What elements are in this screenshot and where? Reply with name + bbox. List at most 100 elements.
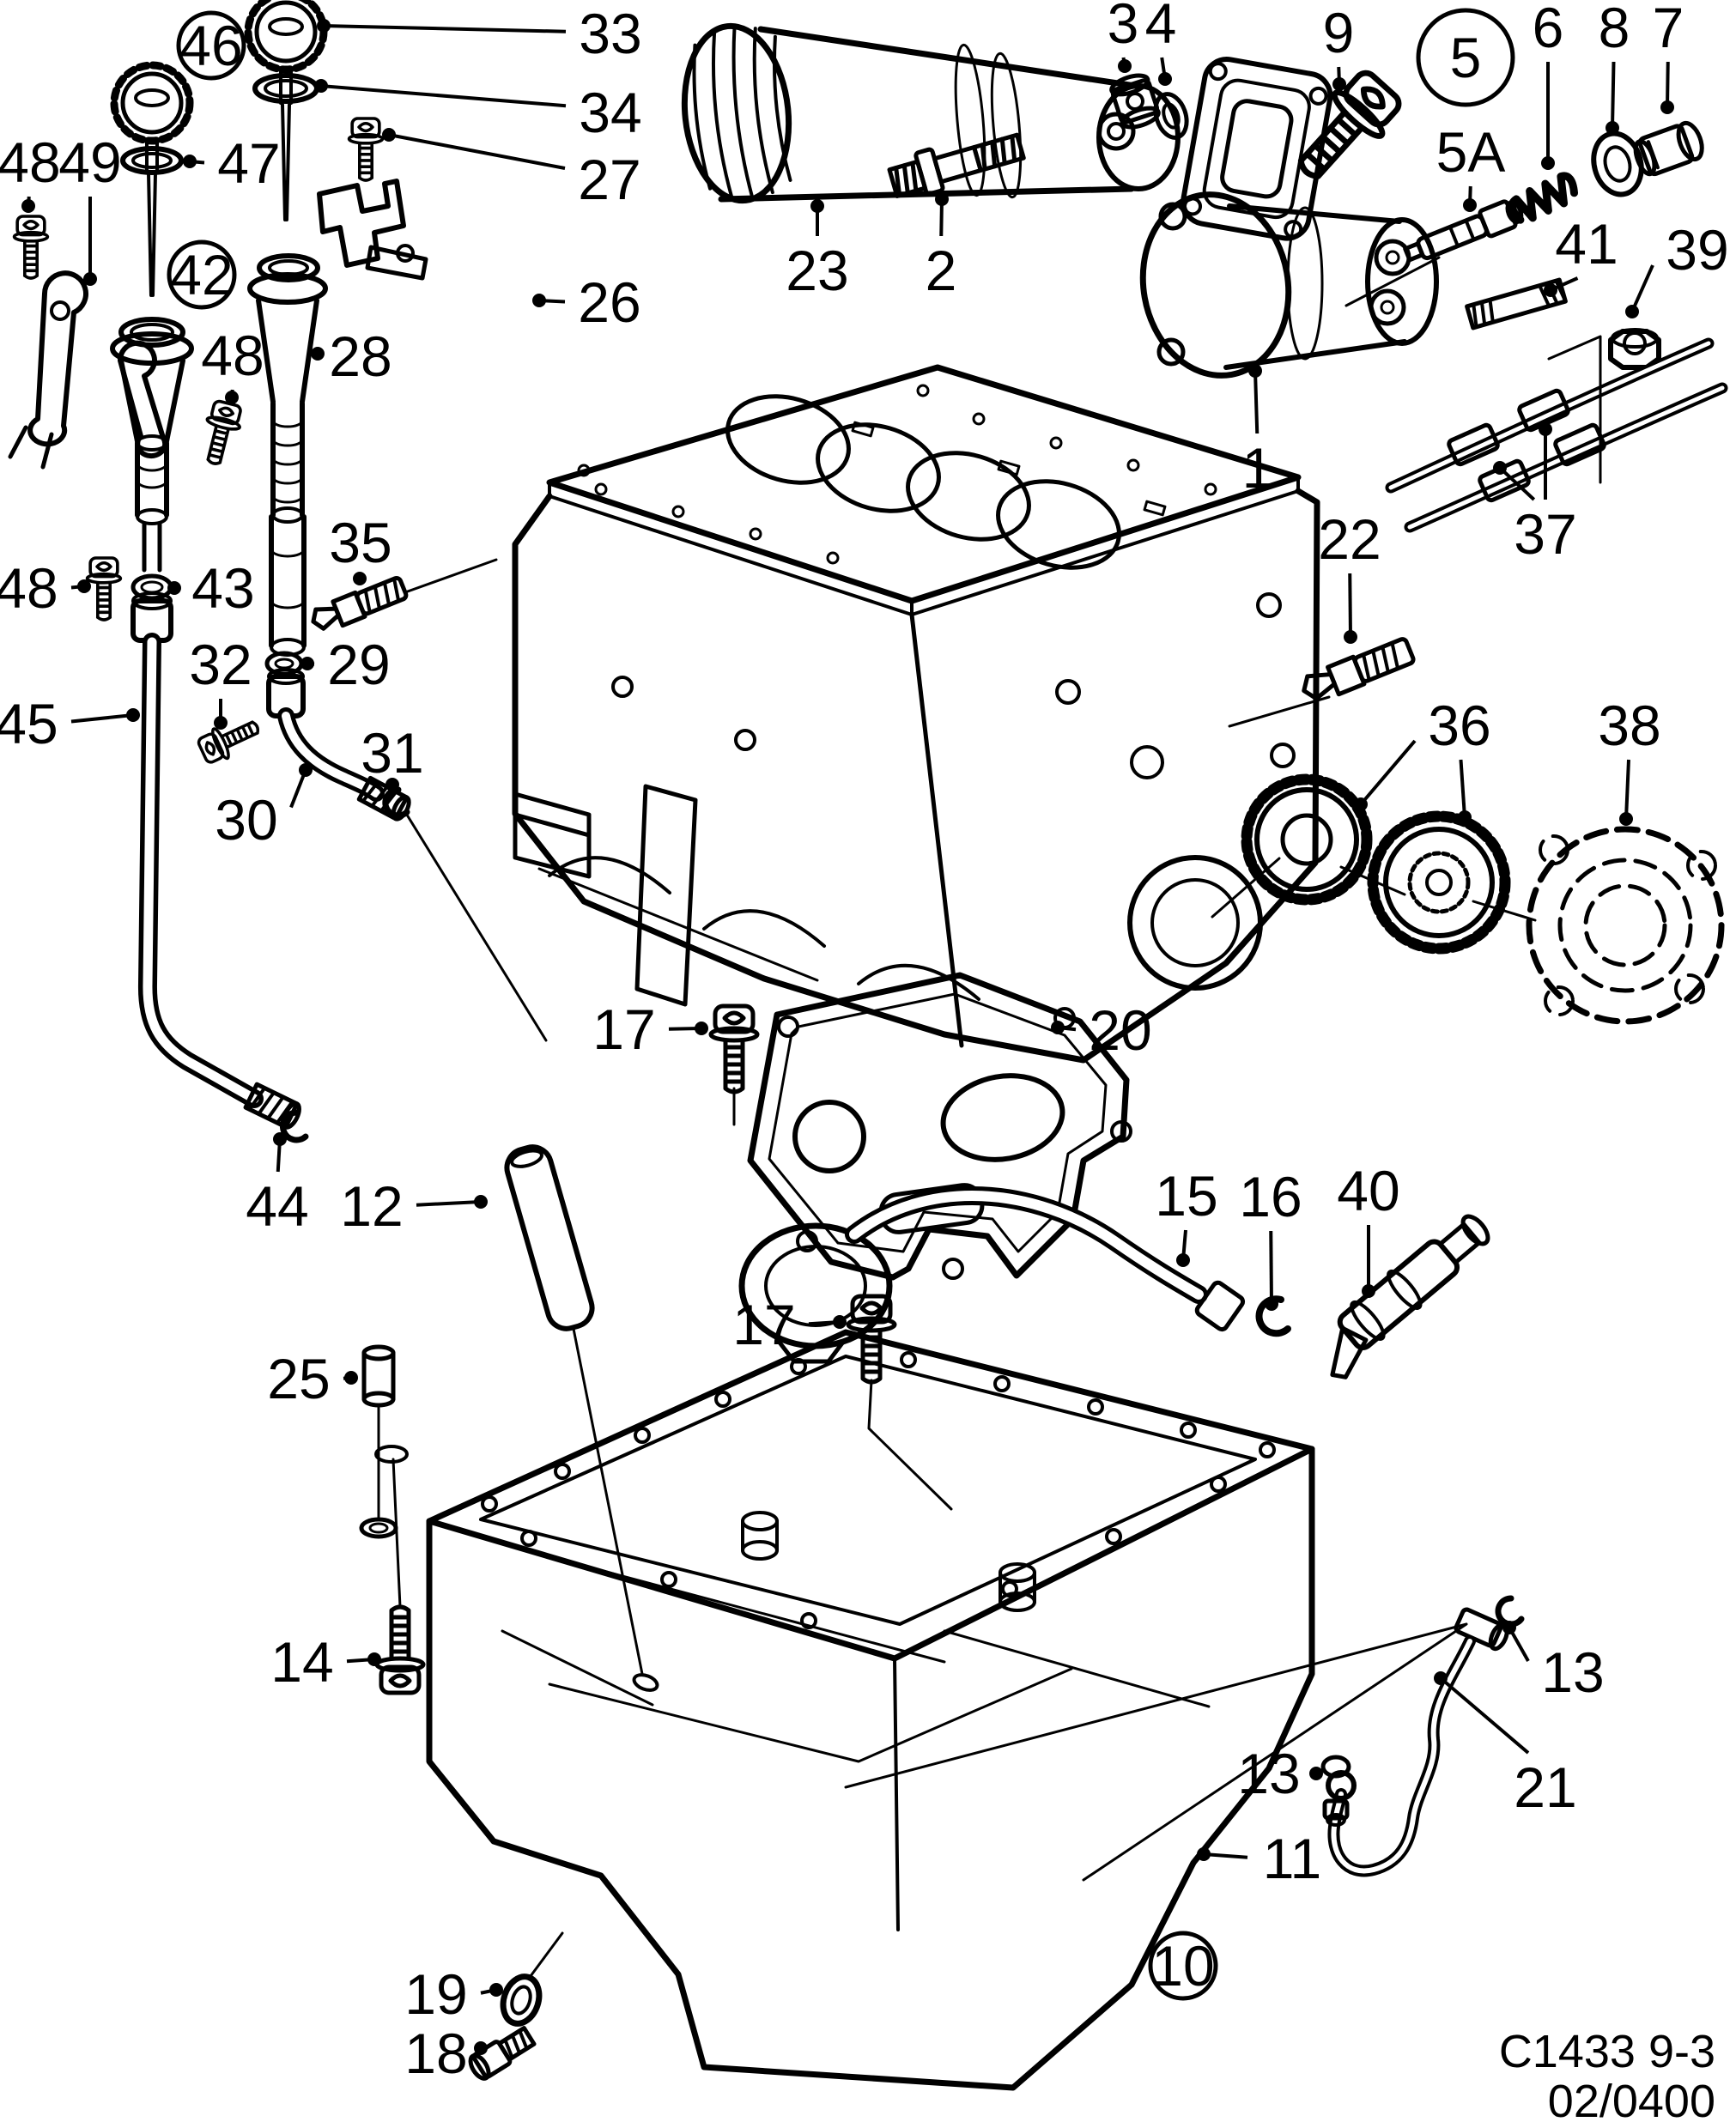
svg-text:13: 13 (1541, 1640, 1604, 1704)
callout-5-circled: 5 (1416, 8, 1515, 107)
callout-42-circled: 42 (167, 239, 237, 310)
callout-27: 27 (382, 128, 641, 211)
drawing-code: C1433 9-3 (1499, 2026, 1715, 2077)
elbow-pipe-30 (266, 668, 411, 822)
gear-36b (1367, 810, 1511, 955)
sensor-22 (1302, 637, 1416, 701)
callout-15: 15 (1155, 1164, 1218, 1267)
svg-text:49: 49 (58, 130, 121, 194)
plug-7 (1633, 120, 1704, 177)
callout-44: 44 (246, 1132, 309, 1238)
callout-3: 3 (1108, 0, 1138, 73)
bolt-48a (15, 216, 48, 278)
svg-text:7: 7 (1653, 0, 1684, 59)
callout-19: 19 (404, 1962, 503, 2026)
pointer-35 (404, 558, 498, 594)
bolt-48c (88, 558, 121, 620)
svg-text:25: 25 (267, 1347, 330, 1410)
svg-text:33: 33 (579, 2, 641, 65)
svg-text:1: 1 (1242, 436, 1274, 500)
callout-23: 23 (786, 199, 849, 302)
callout-17: 17 (732, 1293, 847, 1356)
svg-text:13: 13 (1237, 1742, 1300, 1805)
bolt-48b (197, 399, 245, 467)
callout-12: 12 (340, 1174, 488, 1238)
svg-text:17: 17 (592, 997, 655, 1061)
oil-pipes-37 (1385, 335, 1728, 533)
callout-28: 28 (311, 324, 392, 388)
callout-7: 7 (1653, 0, 1684, 114)
callout-10-circled: 10 (1148, 1931, 1218, 2001)
pump-cover-38 (1526, 826, 1725, 1025)
svg-text:36: 36 (1428, 694, 1490, 757)
callout-30: 30 (215, 763, 313, 852)
dipstick-cap-33 (244, 0, 328, 105)
svg-text:37: 37 (1514, 502, 1576, 566)
svg-text:43: 43 (191, 556, 254, 620)
callout-17: 17 (592, 997, 708, 1061)
callout-41: 41 (1544, 212, 1618, 297)
dipstick-blade-right (281, 103, 291, 221)
callout-48: 48 (0, 556, 91, 620)
callout-5A: 5A (1436, 120, 1506, 212)
sensor-35 (311, 575, 409, 631)
svg-text:39: 39 (1666, 218, 1728, 282)
pointer-tray (537, 867, 819, 982)
callout-49: 49 (58, 130, 122, 286)
nut-39 (1608, 328, 1661, 370)
gear-pointers (1211, 857, 1537, 922)
svg-text:16: 16 (1239, 1165, 1302, 1228)
callout-46-circled: 46 (176, 10, 246, 81)
pan-boss (741, 1511, 1036, 1612)
callout-40: 40 (1337, 1159, 1400, 1298)
clip-44 (279, 1109, 309, 1143)
housing-gasket (1181, 57, 1333, 241)
svg-text:14: 14 (270, 1630, 333, 1694)
svg-text:5A: 5A (1436, 120, 1506, 184)
svg-text:34: 34 (579, 81, 641, 144)
svg-text:45: 45 (0, 692, 58, 755)
drain-washer-19 (500, 1973, 543, 2027)
callout-4: 4 (1145, 0, 1176, 86)
svg-text:32: 32 (189, 633, 252, 696)
svg-text:10: 10 (1151, 1934, 1214, 1998)
svg-text:38: 38 (1598, 694, 1660, 757)
pointer-22 (1228, 695, 1331, 728)
svg-text:19: 19 (404, 1962, 467, 2026)
svg-text:40: 40 (1337, 1159, 1399, 1222)
callout-8: 8 (1599, 0, 1630, 135)
callout-16: 16 (1239, 1165, 1302, 1311)
pan-flange-holes (481, 1351, 1276, 1629)
callout-13: 13 (1237, 1742, 1323, 1805)
callout-20: 20 (1051, 998, 1152, 1062)
svg-text:20: 20 (1089, 998, 1151, 1062)
oil-filter (681, 22, 1181, 204)
svg-text:15: 15 (1155, 1164, 1217, 1228)
bushing-25 (361, 1344, 396, 1519)
svg-text:29: 29 (327, 633, 390, 696)
svg-text:48: 48 (0, 130, 61, 194)
callout-11: 11 (1197, 1827, 1321, 1890)
dipstick-cap-46 (110, 61, 194, 173)
svg-text:35: 35 (329, 511, 392, 574)
stud-41 (1465, 277, 1568, 330)
svg-text:44: 44 (246, 1174, 308, 1238)
svg-text:30: 30 (215, 788, 277, 852)
svg-text:26: 26 (578, 270, 640, 334)
svg-text:2: 2 (926, 239, 957, 302)
windage-tray-20 (747, 972, 1132, 1281)
callout-48: 48 (201, 324, 264, 404)
svg-text:5: 5 (1450, 26, 1482, 89)
bolt-32 (196, 712, 264, 767)
svg-text:48: 48 (0, 556, 58, 620)
callout-13: 13 (1502, 1621, 1605, 1704)
bolt-27 (349, 118, 383, 180)
oring-47 (120, 146, 184, 175)
oring-34 (252, 73, 319, 104)
bolt-14 (377, 1607, 423, 1693)
spring-6 (1508, 172, 1579, 224)
callout-9: 9 (1323, 1, 1354, 91)
